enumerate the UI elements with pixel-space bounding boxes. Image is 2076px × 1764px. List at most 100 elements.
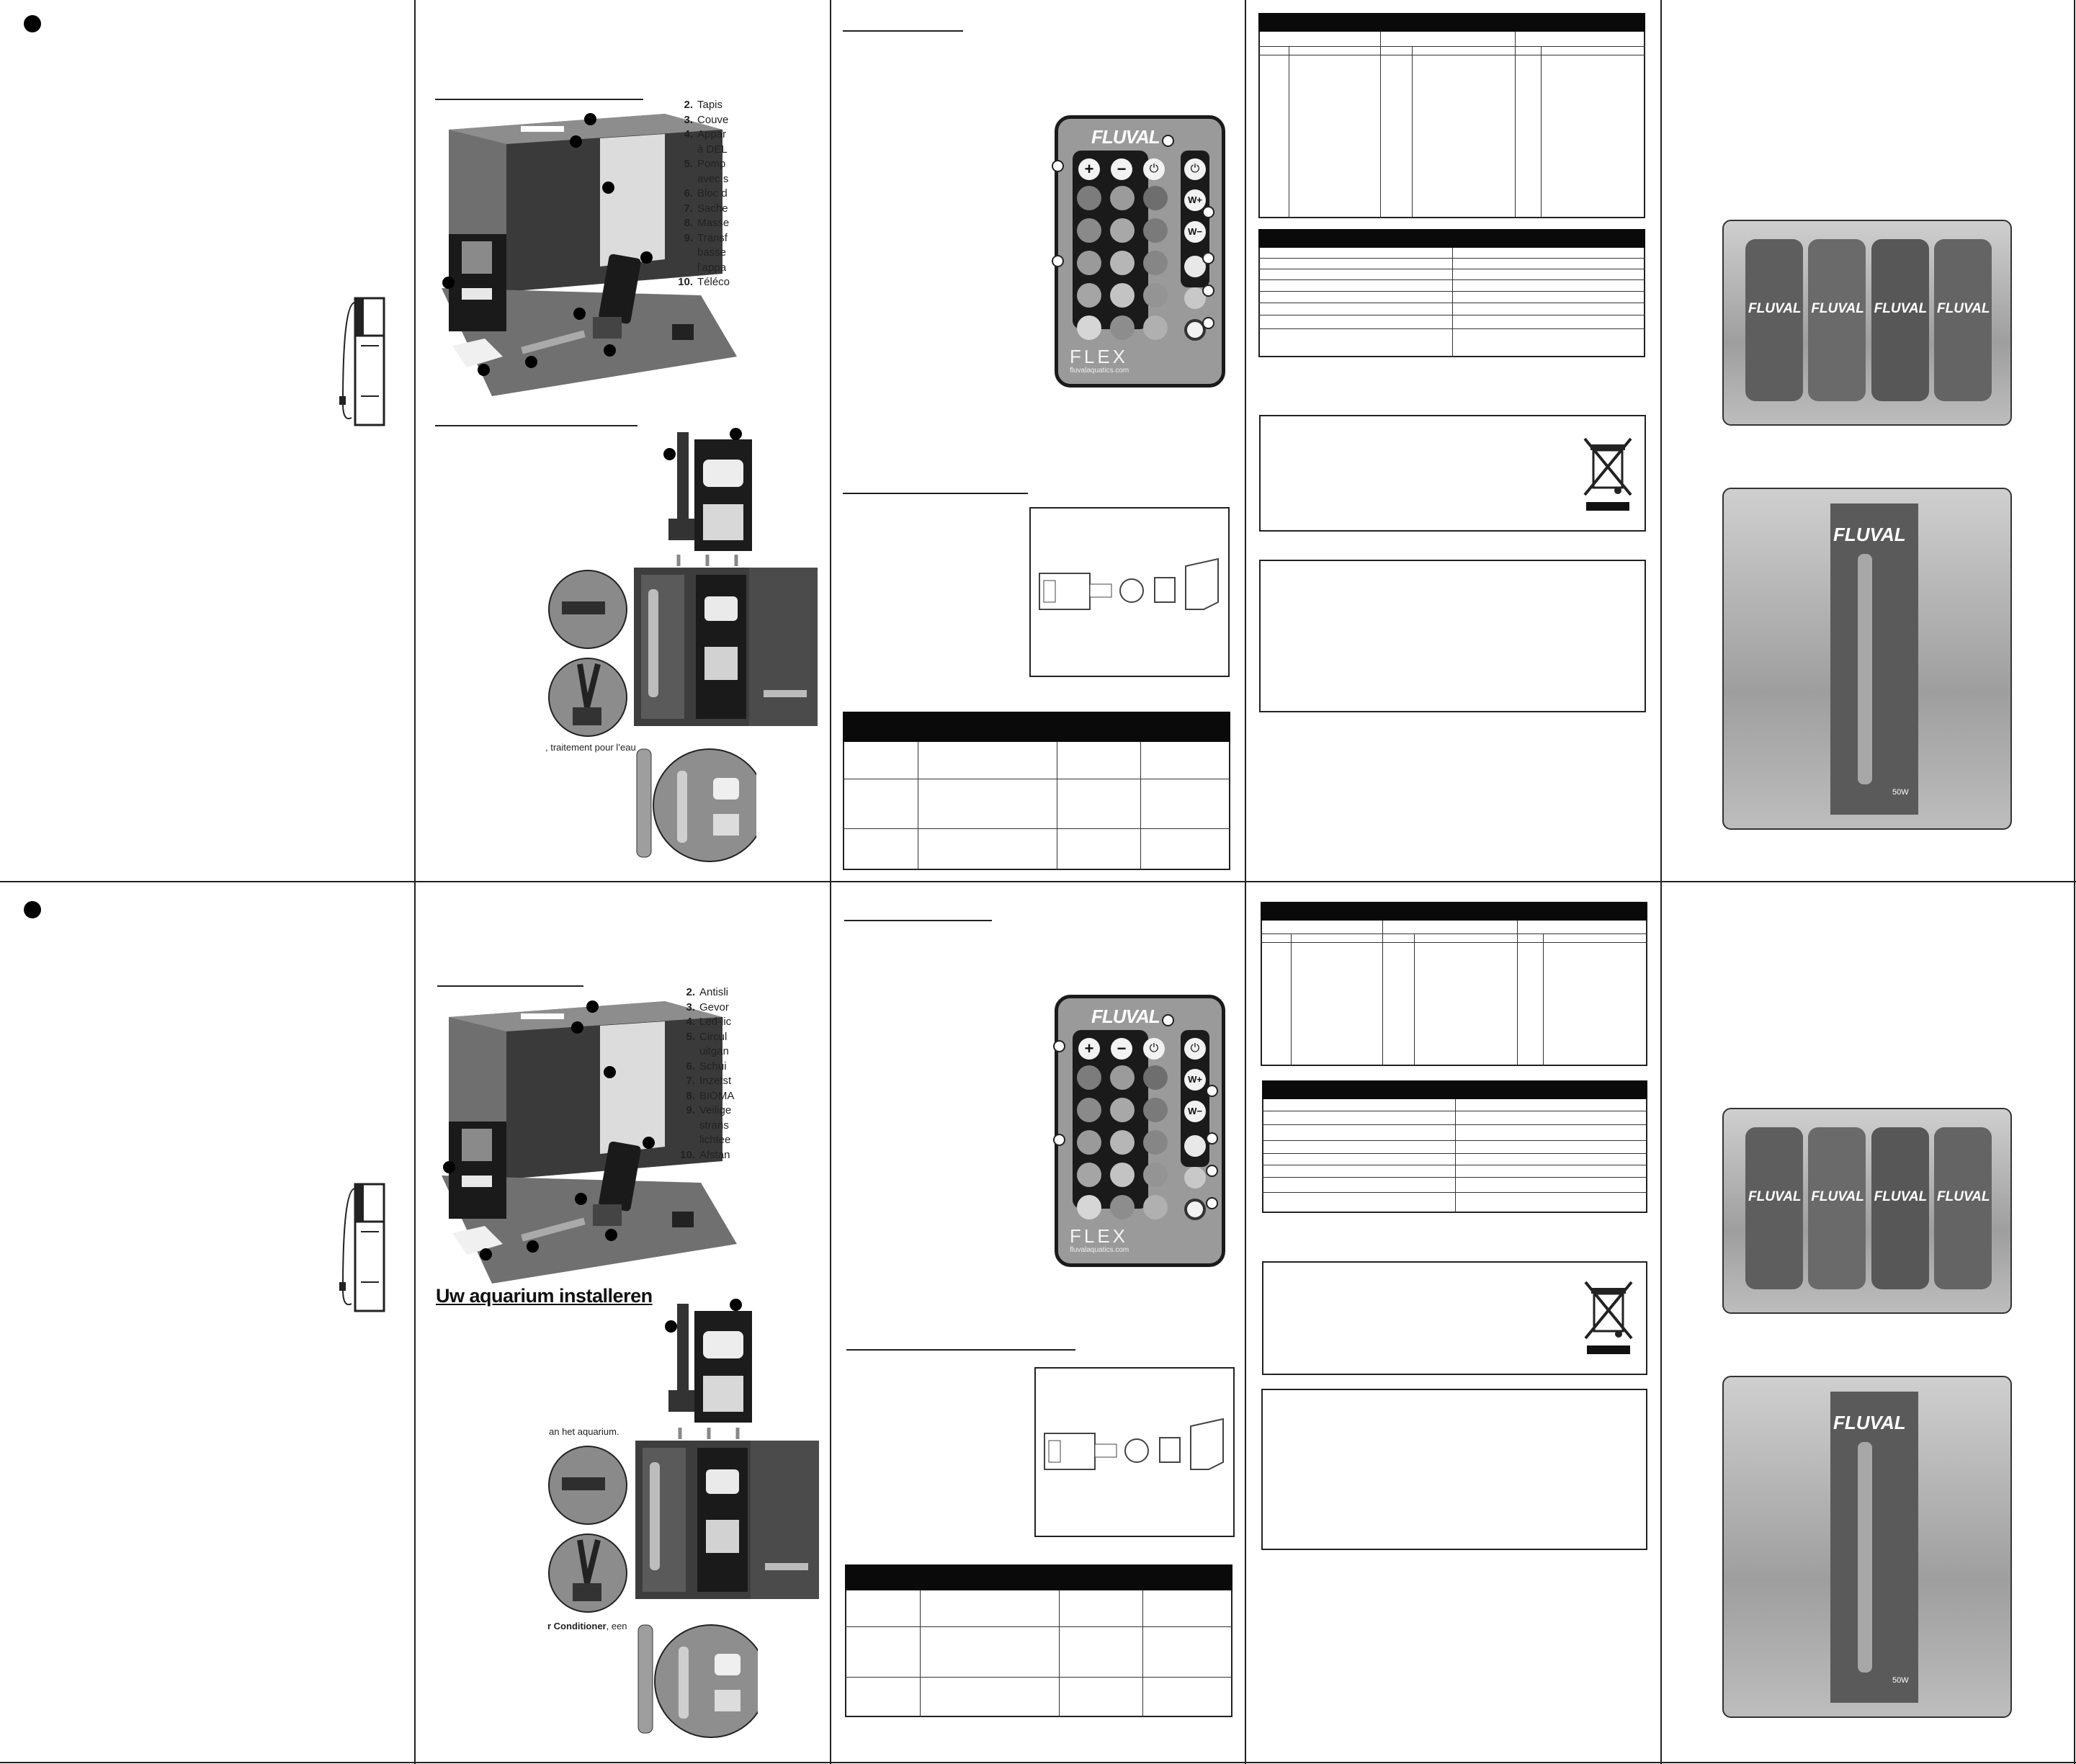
color-key[interactable] [1143, 218, 1168, 243]
color-key[interactable] [1110, 315, 1135, 340]
parts-list-number: 5. [684, 158, 693, 170]
parts-list-item: 3.Couve [677, 113, 730, 128]
parts-list-item: 6.Bloc d [677, 187, 730, 202]
language-marker-dot [24, 15, 41, 32]
parts-reference-table [1262, 1099, 1647, 1213]
color-key[interactable] [1143, 1130, 1168, 1155]
cloud-mode-button[interactable] [1184, 1167, 1206, 1188]
color-key[interactable] [1077, 218, 1101, 243]
color-key[interactable] [1110, 1098, 1135, 1122]
white-up-button[interactable]: W+ [1184, 189, 1206, 211]
brightness-down-button[interactable]: − [1111, 158, 1132, 180]
power-button[interactable]: ⏻ [1184, 1038, 1206, 1060]
setup-caption-bold: r Conditioner [547, 1621, 607, 1631]
aquarium-rear-section-diagram [635, 1428, 819, 1599]
remote-url-label: fluvalaquatics.com [1070, 1246, 1129, 1254]
white-down-button[interactable]: W− [1184, 1101, 1206, 1122]
bottle-brand: FLUVAL [1874, 1189, 1928, 1204]
table-grid-line [1262, 1192, 1647, 1193]
pump-exploded-view [1039, 558, 1219, 610]
table-header-bar [1258, 13, 1645, 32]
table-grid-line [1142, 1590, 1143, 1717]
color-key[interactable] [1077, 1098, 1101, 1122]
color-key[interactable] [1143, 283, 1168, 308]
callout-marker [1202, 317, 1214, 329]
brightness-down-button[interactable]: − [1111, 1038, 1132, 1060]
product-bottle: FLUVAL [1745, 1127, 1803, 1289]
panel-divider [0, 881, 2076, 882]
detail-inset-circle [548, 570, 627, 649]
color-key[interactable] [1077, 1195, 1101, 1219]
parts-list-label: Inzetst [699, 1075, 732, 1087]
color-key[interactable] [1143, 1065, 1168, 1090]
table-grid-line [1258, 258, 1645, 259]
remote-model-label: FLEX [1070, 1225, 1129, 1247]
color-key[interactable] [1077, 1065, 1101, 1090]
color-key[interactable] [1143, 1098, 1168, 1122]
heater-package: FLUVAL 50W [1830, 1392, 1918, 1703]
callout-marker [1053, 1040, 1065, 1052]
brightness-up-button[interactable]: + [1078, 1038, 1100, 1060]
heater-brand: FLUVAL [1833, 524, 1906, 545]
bottle-brand: FLUVAL [1811, 301, 1864, 316]
remote-control: FLUVAL + − ⏻ ⏻ W+ W− FLEX fl [1055, 115, 1225, 388]
color-key[interactable] [1143, 186, 1168, 210]
color-key[interactable] [1110, 1065, 1135, 1090]
setup-caption-tail: , een [606, 1621, 627, 1631]
callout-marker [1206, 1197, 1218, 1209]
table-grid-line [1291, 934, 1292, 1066]
section-heading-rule [844, 920, 992, 921]
table-header-bar [1258, 229, 1645, 248]
color-key[interactable] [1110, 186, 1135, 210]
aquarium-rear-section-diagram [634, 555, 818, 726]
parts-list-item: 10.Afstan [679, 1148, 734, 1163]
parts-list-item: strans [679, 1119, 734, 1134]
power-button[interactable]: ⏻ [1143, 158, 1165, 180]
remote-model-label: FLEX [1070, 346, 1129, 367]
heater-package-photo: FLUVAL 50W [1722, 488, 2012, 830]
color-key[interactable] [1077, 315, 1101, 340]
parts-list-label: Pomp [697, 158, 726, 170]
color-key[interactable] [1110, 251, 1135, 275]
callout-marker [1053, 1134, 1065, 1146]
brightness-up-button[interactable]: + [1078, 158, 1100, 180]
color-key[interactable] [1077, 186, 1101, 210]
product-bottle: FLUVAL [1745, 239, 1803, 401]
color-key[interactable] [1077, 251, 1101, 275]
color-key[interactable] [1143, 315, 1168, 340]
color-key[interactable] [1143, 251, 1168, 275]
table-header-bar [1261, 902, 1647, 921]
heater-tube [1858, 554, 1872, 784]
color-key[interactable] [1110, 283, 1135, 308]
color-key[interactable] [1110, 1195, 1135, 1219]
callout-marker [1162, 1014, 1174, 1026]
parts-list-label: Led-lic [699, 1016, 732, 1028]
parts-list-label: BIOMA [699, 1089, 735, 1102]
power-button[interactable]: ⏻ [1184, 158, 1206, 180]
product-bottle: FLUVAL [1871, 1127, 1929, 1289]
parts-list-number: 10. [678, 276, 693, 288]
color-key[interactable] [1143, 1195, 1168, 1219]
parts-list-item: lichtee [679, 1133, 734, 1148]
sun-mode-button[interactable] [1184, 1135, 1206, 1157]
parts-list-number: 4. [686, 1016, 695, 1028]
color-key[interactable] [1077, 283, 1101, 308]
pump-exploded-view [1044, 1418, 1224, 1470]
power-button[interactable]: ⏻ [1143, 1038, 1165, 1060]
color-key[interactable] [1143, 1163, 1168, 1187]
table-grid-line [1380, 32, 1381, 218]
color-key[interactable] [1077, 1163, 1101, 1187]
filter-insert-diagram [668, 1304, 752, 1423]
color-key[interactable] [1110, 218, 1135, 243]
white-down-button[interactable]: W− [1184, 221, 1206, 243]
color-key[interactable] [1110, 1163, 1135, 1187]
remote-control: FLUVAL + − ⏻ ⏻ W+ W− FLEX fl [1055, 995, 1225, 1267]
detail-inset-circle [548, 1534, 627, 1613]
bottle-row: FLUVAL FLUVAL FLUVAL FLUVAL [1745, 1127, 1992, 1289]
parts-list-label: avec s [697, 172, 729, 185]
color-key[interactable] [1110, 1130, 1135, 1155]
white-up-button[interactable]: W+ [1184, 1069, 1206, 1091]
section-heading-rule [843, 30, 963, 32]
color-key[interactable] [1077, 1130, 1101, 1155]
program-mode-button[interactable] [1184, 1199, 1206, 1220]
